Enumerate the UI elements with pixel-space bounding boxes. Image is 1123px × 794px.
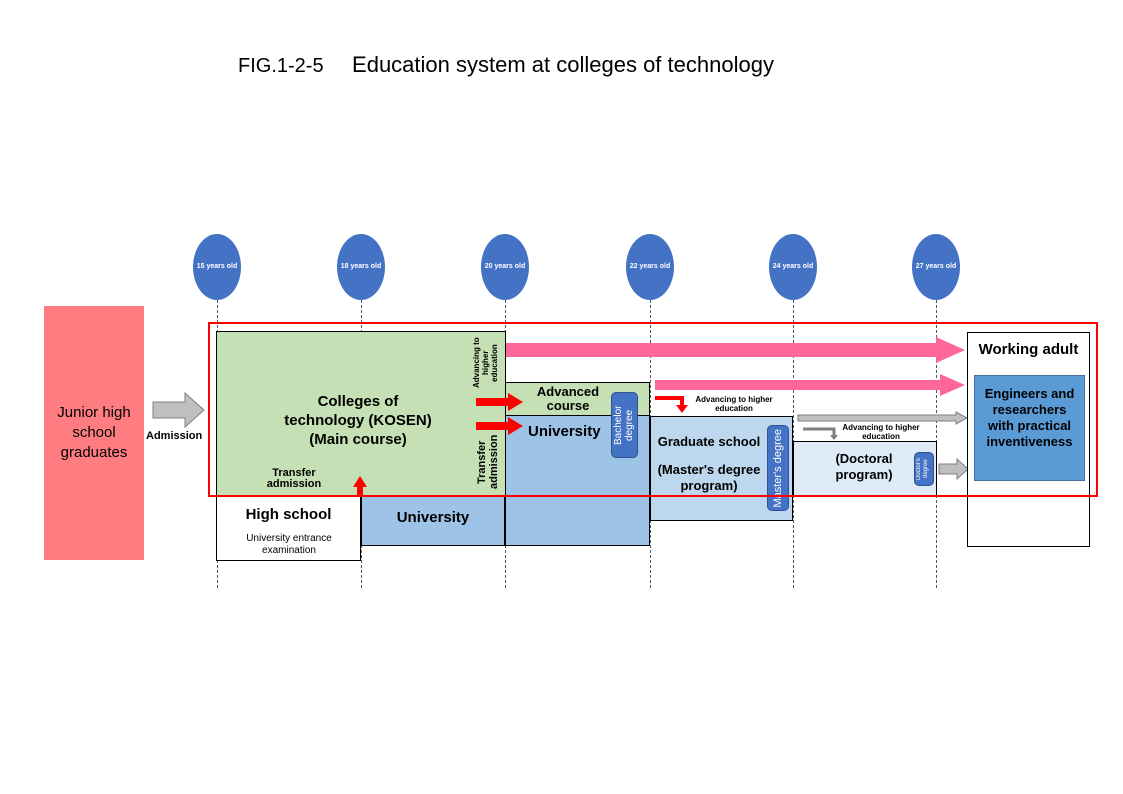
advanced-course-label: Advanced course: [536, 384, 600, 413]
graduate-school-label: Graduate school: [657, 434, 761, 449]
junior-high-graduates-box: Junior high school graduates: [44, 306, 144, 560]
transfer-admission-label: Transfer admission: [266, 467, 322, 490]
advancing-label-first: Advancing to higher education: [695, 395, 773, 413]
kosen-box: [216, 331, 506, 497]
high-school-box: [216, 496, 361, 561]
pink-arrow-middle-icon: [655, 374, 965, 396]
admission-label: Admission: [146, 430, 203, 442]
age-circle-27: 27 years old: [912, 234, 960, 300]
advancing-label-second: Advancing to higher education: [842, 423, 920, 441]
master-degree-badge: Master's degree: [767, 425, 789, 511]
age-circle-15: 15 years old: [193, 234, 241, 300]
figure-title: FIG.1-2-5 Education system at colleges o…: [238, 52, 774, 78]
engineers-label: Engineers and researchers with practical…: [984, 386, 1075, 449]
engineers-box: Engineers and researchers with practical…: [974, 375, 1085, 481]
high-school-label: High school: [245, 506, 332, 523]
age-circle-24: 24 years old: [769, 234, 817, 300]
university-lower-label: University: [396, 508, 470, 526]
entrance-exam-label: University entrance examination: [246, 533, 332, 556]
age-circle-20: 20 years old: [481, 234, 529, 300]
bachelor-degree-badge: Bachelor degree: [611, 392, 638, 458]
doctor-degree-badge: Doctor's degree: [914, 452, 934, 486]
to-university-arrow-icon: [476, 417, 523, 435]
working-adult-label: Working adult: [978, 341, 1079, 358]
master-program-label: (Master's degree program): [657, 462, 761, 493]
age-circle-22: 22 years old: [626, 234, 674, 300]
university-upper-label: University: [528, 423, 601, 440]
university-lower-box: University: [361, 496, 505, 546]
doctoral-label: (Doctoral program): [835, 451, 893, 482]
figure-number: FIG.1-2-5: [238, 55, 324, 77]
kosen-label: Colleges of technology (KOSEN) (Main cou…: [284, 392, 432, 448]
graduate-to-doctoral-arrow-icon: [803, 427, 838, 440]
to-advanced-arrow-icon: [476, 393, 523, 411]
doctoral-to-work-arrow-icon: [938, 457, 969, 481]
graduate-to-work-arrow-icon: [797, 411, 969, 425]
advancing-bent-arrow-icon: [655, 396, 688, 413]
age-circle-18: 18 years old: [337, 234, 385, 300]
junior-high-graduates-label: Junior high school graduates: [57, 404, 131, 461]
admission-arrow-icon: [152, 391, 205, 429]
figure-caption: Education system at colleges of technolo…: [352, 52, 774, 77]
pink-arrow-top-icon: [506, 337, 965, 363]
kosen-highlight-frame: [208, 322, 1098, 497]
